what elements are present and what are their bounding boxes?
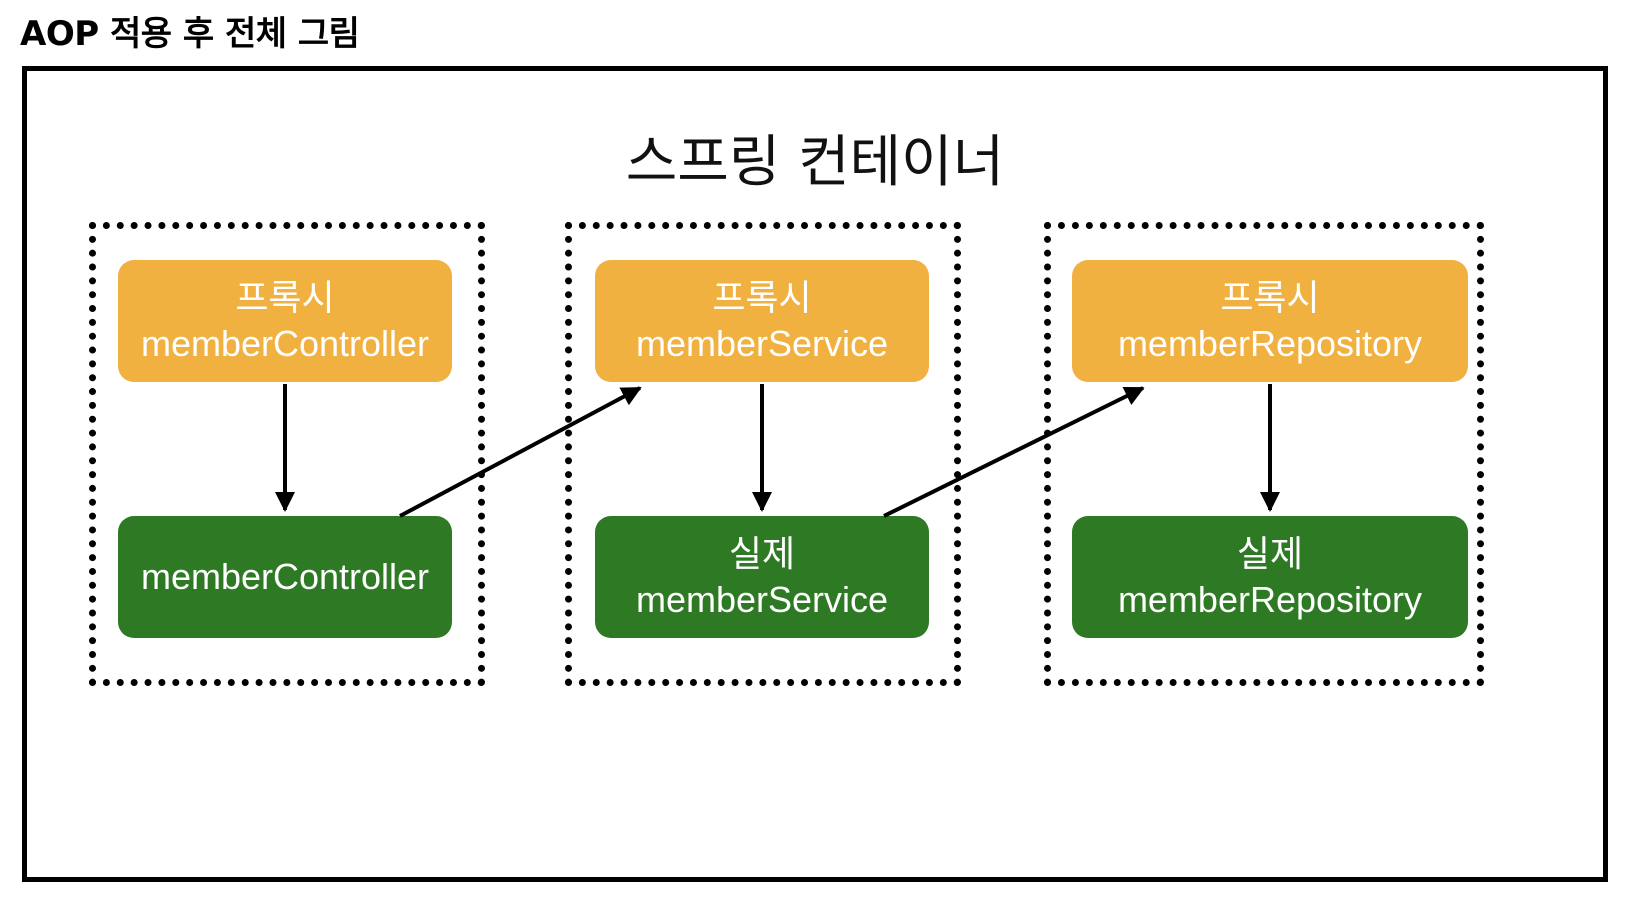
proxy-member-service-box: 프록시 memberService (595, 260, 929, 382)
container-title: 스프링 컨테이너 (625, 130, 1005, 195)
bean-name: memberService (635, 579, 889, 620)
real-member-service-box: 실제 memberService (595, 516, 929, 638)
bean-name: memberController (140, 323, 430, 364)
proxy-label: 프록시 (1220, 277, 1320, 318)
real-label: 실제 (1236, 533, 1304, 574)
proxy-member-controller-box: 프록시 memberController (118, 260, 452, 382)
bean-name: memberRepository (1117, 323, 1423, 364)
proxy-label: 프록시 (712, 277, 812, 318)
page-title: AOP 적용 후 전체 그림 (20, 14, 360, 54)
bean-name: memberController (140, 556, 430, 597)
real-member-controller-box: memberController (118, 516, 452, 638)
proxy-member-repository-box: 프록시 memberRepository (1072, 260, 1468, 382)
real-member-repository-box: 실제 memberRepository (1072, 516, 1468, 638)
bean-name: memberRepository (1117, 579, 1423, 620)
real-label: 실제 (728, 533, 796, 574)
bean-name: memberService (635, 323, 889, 364)
proxy-label: 프록시 (235, 277, 335, 318)
